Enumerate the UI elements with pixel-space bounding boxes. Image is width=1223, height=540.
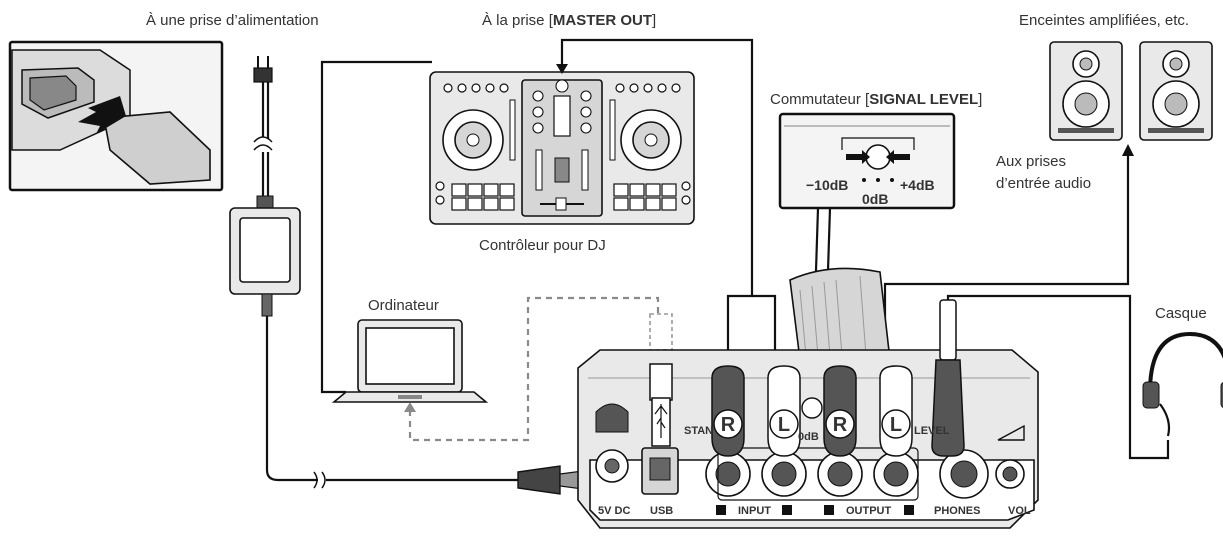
- panel-label-usb: USB: [650, 505, 673, 517]
- panel-label-output: OUTPUT: [846, 505, 892, 517]
- panel-label-standard: STAN: [684, 425, 713, 437]
- rca-plug-output-right: R: [833, 414, 848, 436]
- computer-label: Ordinateur: [368, 297, 439, 314]
- power-adapter: [229, 56, 591, 495]
- panel-label-phones: PHONES: [934, 505, 980, 517]
- panel-label-signal-level: LEVEL: [914, 425, 950, 437]
- signal-level-label-prefix: Commutateur [: [770, 91, 870, 108]
- master-out-label-bold: MASTER OUT: [553, 12, 652, 29]
- switch-minus-10db: −10dB: [806, 177, 848, 193]
- panel-label-0db: 0dB: [798, 431, 819, 443]
- rca-plug-input-left: L: [778, 414, 790, 436]
- speakers-label: Enceintes amplifiées, etc.: [1019, 12, 1189, 29]
- master-out-label-prefix: À la prise [: [482, 12, 554, 29]
- signal-level-label-bold: SIGNAL LEVEL: [869, 91, 978, 108]
- dj-controller-label: Contrôleur pour DJ: [479, 237, 606, 254]
- signal-level-label-suffix: ]: [978, 91, 982, 108]
- computer-usb-wire-dashed: [408, 296, 660, 442]
- signal-level-switch-detail: −10dB +4dB 0dB: [778, 112, 956, 210]
- powered-speakers: [1049, 41, 1213, 141]
- headphones: [1142, 331, 1223, 437]
- headphones-label: Casque: [1155, 305, 1207, 322]
- rca-plug-output-left: L: [890, 414, 902, 436]
- switch-0db: 0dB: [862, 191, 888, 207]
- panel-label-input: INPUT: [738, 505, 771, 517]
- laptop-computer: [331, 319, 489, 403]
- master-out-wire: [560, 38, 754, 372]
- rca-plug-input-right: R: [721, 414, 736, 436]
- power-plug-inset: [8, 40, 224, 192]
- panel-label-5v-dc: 5V DC: [598, 505, 630, 517]
- dj-controller: [429, 71, 695, 225]
- power-outlet-label: À une prise d’alimentation: [146, 12, 319, 29]
- panel-label-vol: VOL: [1008, 505, 1031, 517]
- audio-inputs-label-line2: d’entrée audio: [996, 175, 1091, 192]
- signal-level-label: Commutateur [SIGNAL LEVEL]: [770, 91, 982, 108]
- audio-interface-device: R L R L 5V DC USB INPUT OUTPUT PHONES VO…: [577, 267, 1039, 529]
- master-out-label: À la prise [MASTER OUT]: [482, 12, 656, 29]
- switch-plus-4db: +4dB: [900, 177, 935, 193]
- controller-usb-wire: [320, 60, 432, 394]
- master-out-label-suffix: ]: [652, 12, 656, 29]
- audio-inputs-label-line1: Aux prises: [996, 153, 1066, 170]
